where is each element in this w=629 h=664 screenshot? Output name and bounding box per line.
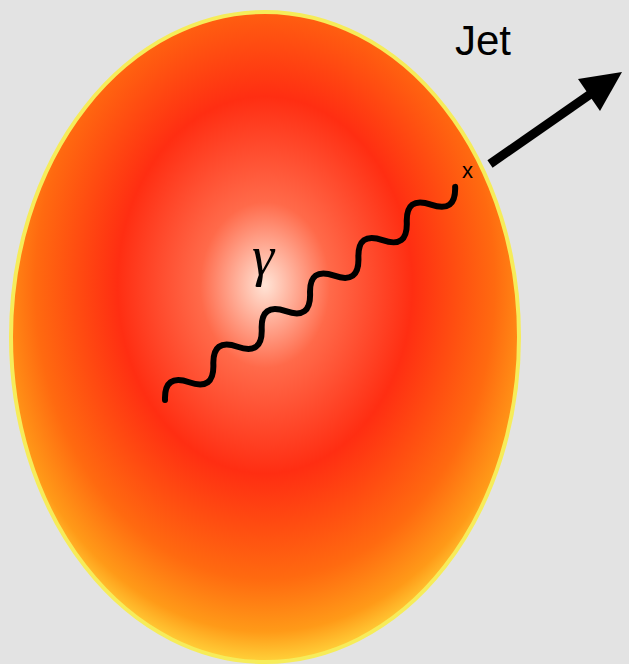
emission-point: x xyxy=(462,160,473,182)
jet-arrow-shaft xyxy=(490,93,592,164)
jet-arrow-head xyxy=(578,72,622,111)
photon-line xyxy=(158,178,461,409)
photon-symbol: γ xyxy=(252,228,274,284)
photon-wave xyxy=(158,178,461,409)
jet-label: Jet xyxy=(455,20,511,62)
fireball xyxy=(11,12,519,662)
